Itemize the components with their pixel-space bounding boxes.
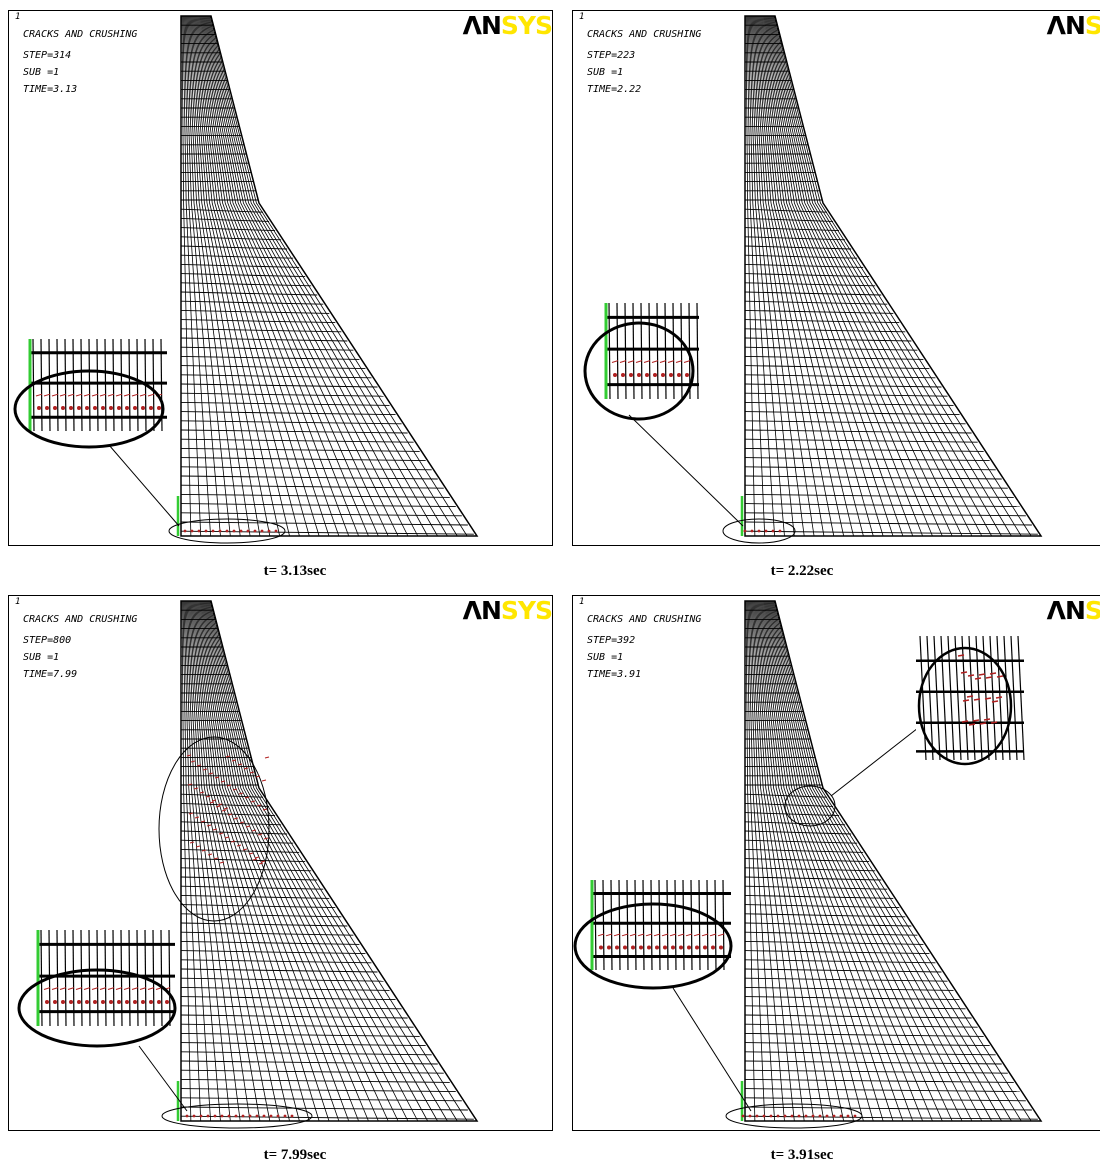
window-number: 1	[579, 597, 585, 607]
leader-line	[108, 444, 180, 527]
ansys-logo: ΛNSYS	[462, 596, 552, 625]
zoom-inset	[573, 879, 752, 1112]
window-number: 1	[15, 12, 21, 22]
time-caption: t= 7.99sec	[263, 1147, 327, 1163]
base-ellipse	[722, 518, 796, 544]
ansys-logo: ΛNSYS	[462, 11, 552, 40]
leader-line	[830, 727, 919, 797]
fe-plot-panel: 1 CRACKS AND CRUSHING STEP=800 SUB =1 TI…	[8, 595, 553, 1131]
ansys-logo: ΛNSYS	[1046, 11, 1100, 40]
dam-mesh	[583, 15, 1043, 544]
dam-outline	[180, 600, 479, 1122]
dam-mesh	[573, 600, 1043, 1129]
plot-title: CRACKS AND CRUSHING	[587, 614, 702, 625]
base-crack-row	[741, 1114, 857, 1118]
base-crack-row	[185, 1114, 294, 1118]
dam-outline	[744, 600, 1043, 1122]
sub-label: SUB =1	[23, 67, 60, 78]
base-ellipse	[161, 1103, 313, 1129]
step-label: STEP=392	[587, 635, 636, 646]
base-ellipse	[725, 1103, 863, 1129]
time-caption: t= 3.91sec	[770, 1147, 834, 1163]
zoom-inset	[13, 338, 180, 527]
plot-info: 1 CRACKS AND CRUSHING STEP=314 SUB =1 TI…	[15, 13, 137, 102]
base-crack-row	[743, 529, 782, 533]
step-label: STEP=800	[23, 635, 72, 646]
base-crack-row	[183, 529, 278, 533]
mesh-grid	[180, 15, 478, 537]
leader-line	[138, 1045, 188, 1112]
leader-line	[672, 987, 752, 1112]
fe-plot-panel: 1 CRACKS AND CRUSHING STEP=314 SUB =1 TI…	[8, 10, 553, 546]
dam-mesh	[13, 15, 479, 544]
sub-label: SUB =1	[23, 652, 60, 663]
base-ellipse	[168, 518, 286, 544]
plot-title: CRACKS AND CRUSHING	[23, 29, 138, 40]
time-label: TIME=3.91	[587, 669, 642, 680]
plot-title: CRACKS AND CRUSHING	[23, 614, 138, 625]
mesh-grid	[180, 600, 478, 1122]
dam-mesh	[17, 600, 479, 1129]
zoom-ellipse	[583, 321, 695, 421]
time-caption: t= 2.22sec	[770, 563, 834, 579]
plot-info: 1 CRACKS AND CRUSHING STEP=223 SUB =1 TI…	[579, 13, 701, 102]
leader-line	[628, 414, 744, 527]
zoom-ellipse	[17, 968, 177, 1048]
crack-zone-ellipse	[158, 736, 270, 922]
time-label: TIME=2.22	[587, 84, 642, 95]
plot-title: CRACKS AND CRUSHING	[587, 29, 702, 40]
mesh-grid	[744, 15, 1042, 537]
time-caption: t= 3.13sec	[263, 563, 327, 579]
plot-info: 1 CRACKS AND CRUSHING STEP=392 SUB =1 TI…	[579, 598, 701, 687]
time-label: TIME=3.13	[23, 84, 78, 95]
fe-plot-panel: 1 CRACKS AND CRUSHING STEP=392 SUB =1 TI…	[572, 595, 1100, 1131]
zoom-ellipse	[917, 646, 1013, 766]
window-number: 1	[15, 597, 21, 607]
step-label: STEP=314	[23, 50, 72, 61]
zoom-ellipse	[573, 902, 733, 990]
zoom-inset	[17, 929, 188, 1112]
zoom-inset	[583, 302, 744, 527]
upper-zoom-inset	[916, 635, 1025, 766]
dam-outline	[744, 15, 1043, 537]
sub-label: SUB =1	[587, 67, 624, 78]
time-label: TIME=7.99	[23, 669, 78, 680]
ansys-logo: ΛNSYS	[1046, 596, 1100, 625]
crack-cluster	[186, 754, 270, 865]
dam-outline	[180, 15, 479, 537]
plot-info: 1 CRACKS AND CRUSHING STEP=800 SUB =1 TI…	[15, 598, 137, 687]
fe-plot-panel: 1 CRACKS AND CRUSHING STEP=223 SUB =1 TI…	[572, 10, 1100, 546]
crack-zone-ellipse	[784, 785, 836, 827]
step-label: STEP=223	[587, 50, 636, 61]
sub-label: SUB =1	[587, 652, 624, 663]
zoom-ellipse	[13, 369, 165, 449]
window-number: 1	[579, 12, 585, 22]
